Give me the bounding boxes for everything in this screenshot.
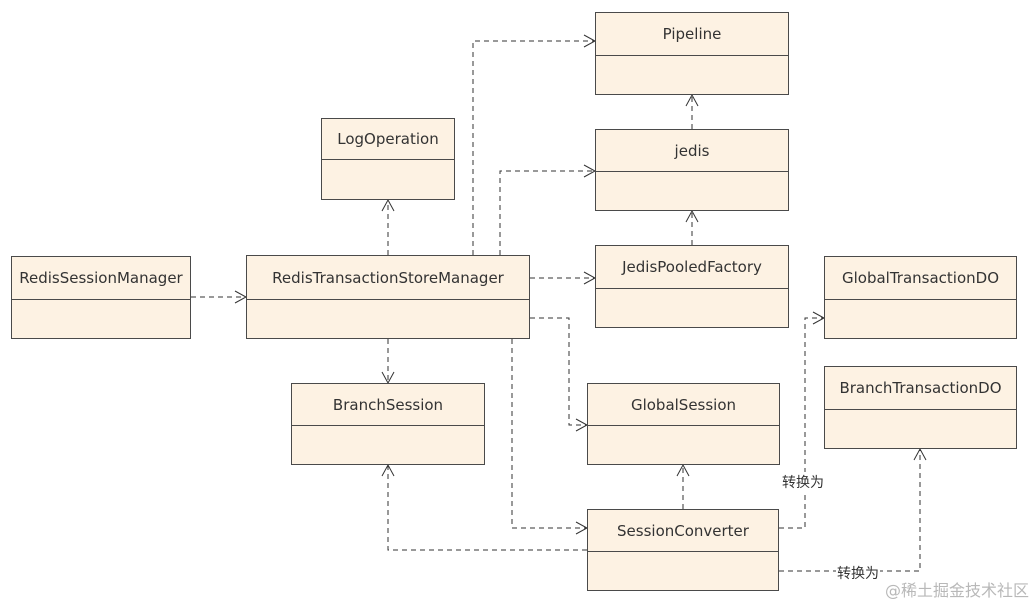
class-body-redis-session-manager: [12, 300, 190, 338]
edge-storemanager-to-globalsession: [530, 317, 589, 432]
class-body-session-converter: [588, 552, 778, 590]
class-name-session-converter: SessionConverter: [588, 510, 778, 552]
edge-storemanager-to-jedis: [499, 164, 597, 255]
class-log-operation: LogOperation: [321, 118, 455, 200]
watermark: @稀土掘金技术社区: [884, 581, 1029, 600]
class-redis-session-manager: RedisSessionManager: [11, 256, 191, 339]
class-body-jedis: [596, 172, 788, 210]
class-name-global-transaction-do: GlobalTransactionDO: [825, 257, 1016, 300]
class-name-branch-session: BranchSession: [292, 384, 484, 426]
class-name-global-session: GlobalSession: [588, 384, 779, 426]
class-body-global-transaction-do: [825, 300, 1016, 338]
class-body-redis-transaction-store-manager: [247, 300, 529, 338]
class-branch-transaction-do: BranchTransactionDO: [824, 366, 1017, 449]
class-name-jedis-pooled-factory: JedisPooledFactory: [596, 246, 788, 289]
class-jedis-pooled-factory: JedisPooledFactory: [595, 245, 789, 328]
class-body-global-session: [588, 426, 779, 464]
class-global-transaction-do: GlobalTransactionDO: [824, 256, 1017, 339]
class-name-log-operation: LogOperation: [322, 119, 454, 160]
class-session-converter: SessionConverter: [587, 509, 779, 591]
edge-sessionconverter-to-branchsession: [381, 463, 587, 551]
class-body-log-operation: [322, 160, 454, 199]
class-body-jedis-pooled-factory: [596, 289, 788, 327]
class-branch-session: BranchSession: [291, 383, 485, 465]
class-body-pipeline: [596, 56, 788, 94]
edge-storemanager-to-pipeline: [472, 34, 597, 255]
class-name-redis-transaction-store-manager: RedisTransactionStoreManager: [247, 256, 529, 300]
class-name-pipeline: Pipeline: [596, 13, 788, 56]
edge-sessionconverter-to-globaltransactiondo: [779, 311, 826, 529]
class-jedis: jedis: [595, 129, 789, 211]
class-global-session: GlobalSession: [587, 383, 780, 465]
edge-label-to-global-transaction-do: 转换为: [781, 472, 825, 492]
edge-sessionconverter-to-branchtransactiondo: [779, 447, 927, 572]
class-name-redis-session-manager: RedisSessionManager: [12, 257, 190, 300]
class-name-branch-transaction-do: BranchTransactionDO: [825, 367, 1016, 410]
class-body-branch-transaction-do: [825, 410, 1016, 448]
edge-label-to-branch-transaction-do: 转换为: [836, 563, 880, 583]
class-body-branch-session: [292, 426, 484, 464]
class-name-jedis: jedis: [596, 130, 788, 172]
edge-storemanager-to-sessionconverter: [511, 339, 589, 535]
class-pipeline: Pipeline: [595, 12, 789, 95]
class-redis-transaction-store-manager: RedisTransactionStoreManager: [246, 255, 530, 339]
